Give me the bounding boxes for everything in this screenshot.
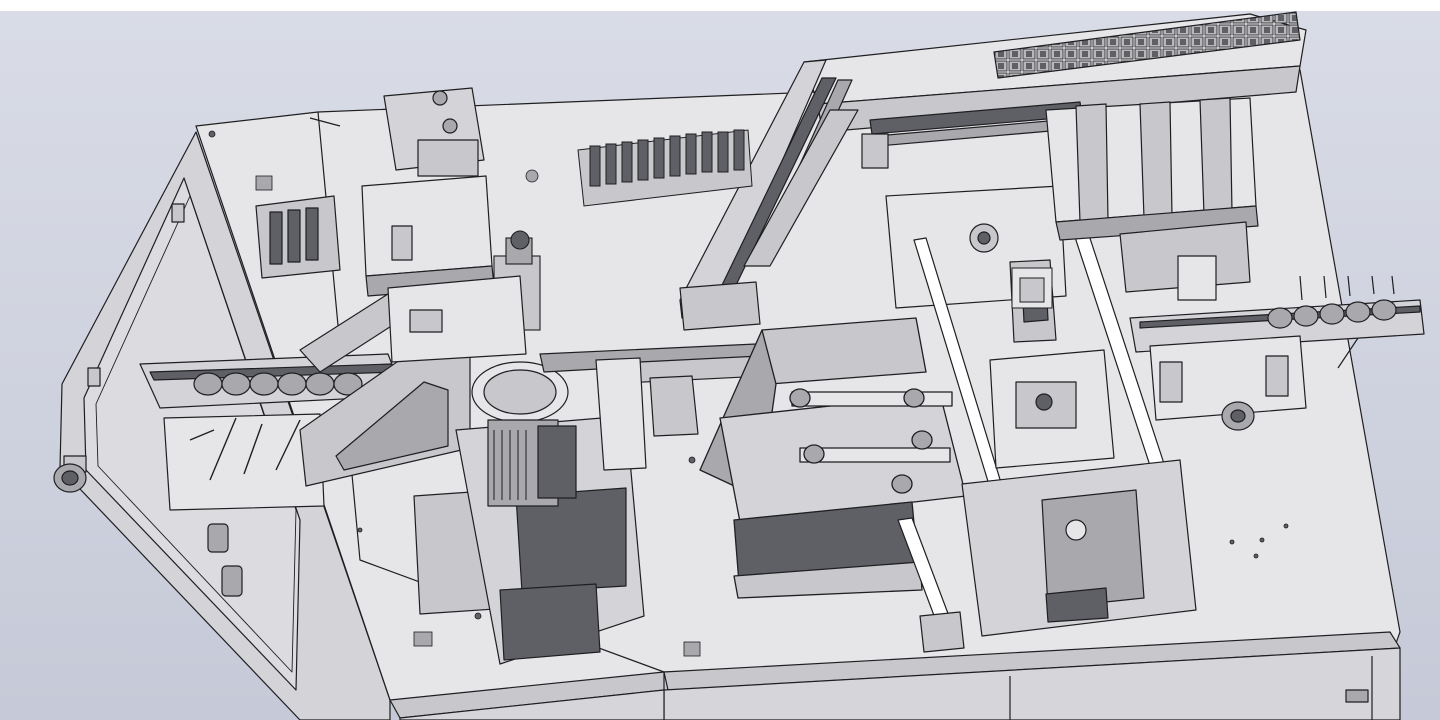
- gantry-frame[interactable]: [679, 11, 1307, 331]
- vertical-plate: [595, 357, 647, 471]
- transfer-block-window: [409, 309, 443, 333]
- cylinder-fitting: [432, 90, 448, 106]
- divider-box-base: [1055, 205, 1259, 241]
- hinge-icon: [171, 203, 185, 223]
- motor-icon: [471, 361, 577, 507]
- motor-housing: [515, 487, 627, 593]
- divider-wall: [1199, 97, 1233, 215]
- guide-pins: [189, 417, 301, 481]
- hopper-back: [761, 317, 927, 385]
- divider-box[interactable]: [1045, 97, 1259, 301]
- cylinder-mount-block: [361, 175, 493, 277]
- divider-wall: [1075, 103, 1109, 223]
- conveyor-rollers: [193, 372, 363, 396]
- vertical-cylinder-knob: [510, 230, 530, 250]
- drag-chain-icon: [993, 11, 1301, 79]
- valve-manifold[interactable]: [577, 129, 753, 207]
- sensor-face: [1019, 277, 1045, 303]
- gantry-foot: [679, 281, 761, 331]
- output-bearing: [1265, 355, 1289, 397]
- slider-block: [649, 375, 699, 437]
- cabinet-latch-icon[interactable]: [1345, 689, 1369, 703]
- hopper-shafts: [789, 388, 953, 494]
- conveyor-rollers: [1267, 299, 1397, 329]
- valve-row: [589, 129, 745, 187]
- station-lower-window: [1041, 489, 1145, 609]
- top-white-band: [0, 0, 1440, 11]
- adjust-knob-center: [1230, 409, 1246, 423]
- transfer-arm-slot: [335, 381, 449, 471]
- divider-wall: [1139, 101, 1173, 219]
- gantry-bracket: [861, 133, 889, 169]
- divider-bracket: [1177, 255, 1217, 301]
- cabinet-front-lower-2: [399, 689, 665, 720]
- gantry-diagonal-support-2: [743, 109, 859, 267]
- bottom-clamp: [919, 611, 965, 653]
- hopper-icon[interactable]: [699, 317, 967, 599]
- output-pins: [1299, 275, 1395, 369]
- station-lower-pocket: [1045, 587, 1109, 623]
- station-mid-hole: [1035, 393, 1053, 411]
- door-handle-top[interactable]: [207, 523, 229, 553]
- conveyor-lower-plate: [163, 413, 325, 511]
- cylinder-cap: [417, 139, 479, 177]
- transfer-block: [387, 275, 527, 363]
- top-plate-seam: [309, 117, 341, 127]
- right-output-conveyor[interactable]: [1129, 275, 1425, 431]
- motor-assembly[interactable]: [413, 343, 765, 665]
- plate-holes: [208, 130, 1289, 657]
- door-handle-bottom[interactable]: [221, 565, 243, 597]
- station-bearing-center: [977, 231, 991, 245]
- mount-slot: [391, 225, 413, 261]
- hopper-rim: [733, 561, 923, 599]
- sensor-block[interactable]: [1011, 267, 1053, 309]
- cylinder-fitting: [442, 118, 458, 134]
- output-bearing: [1159, 361, 1183, 403]
- hinge-icon: [87, 367, 101, 387]
- left-feed-conveyor[interactable]: [139, 275, 527, 511]
- caster-wheel-icon: [53, 455, 87, 493]
- motor-housing-lower: [499, 583, 601, 661]
- terminal-block-icon: [255, 195, 341, 279]
- station-lower-hole: [1065, 519, 1087, 541]
